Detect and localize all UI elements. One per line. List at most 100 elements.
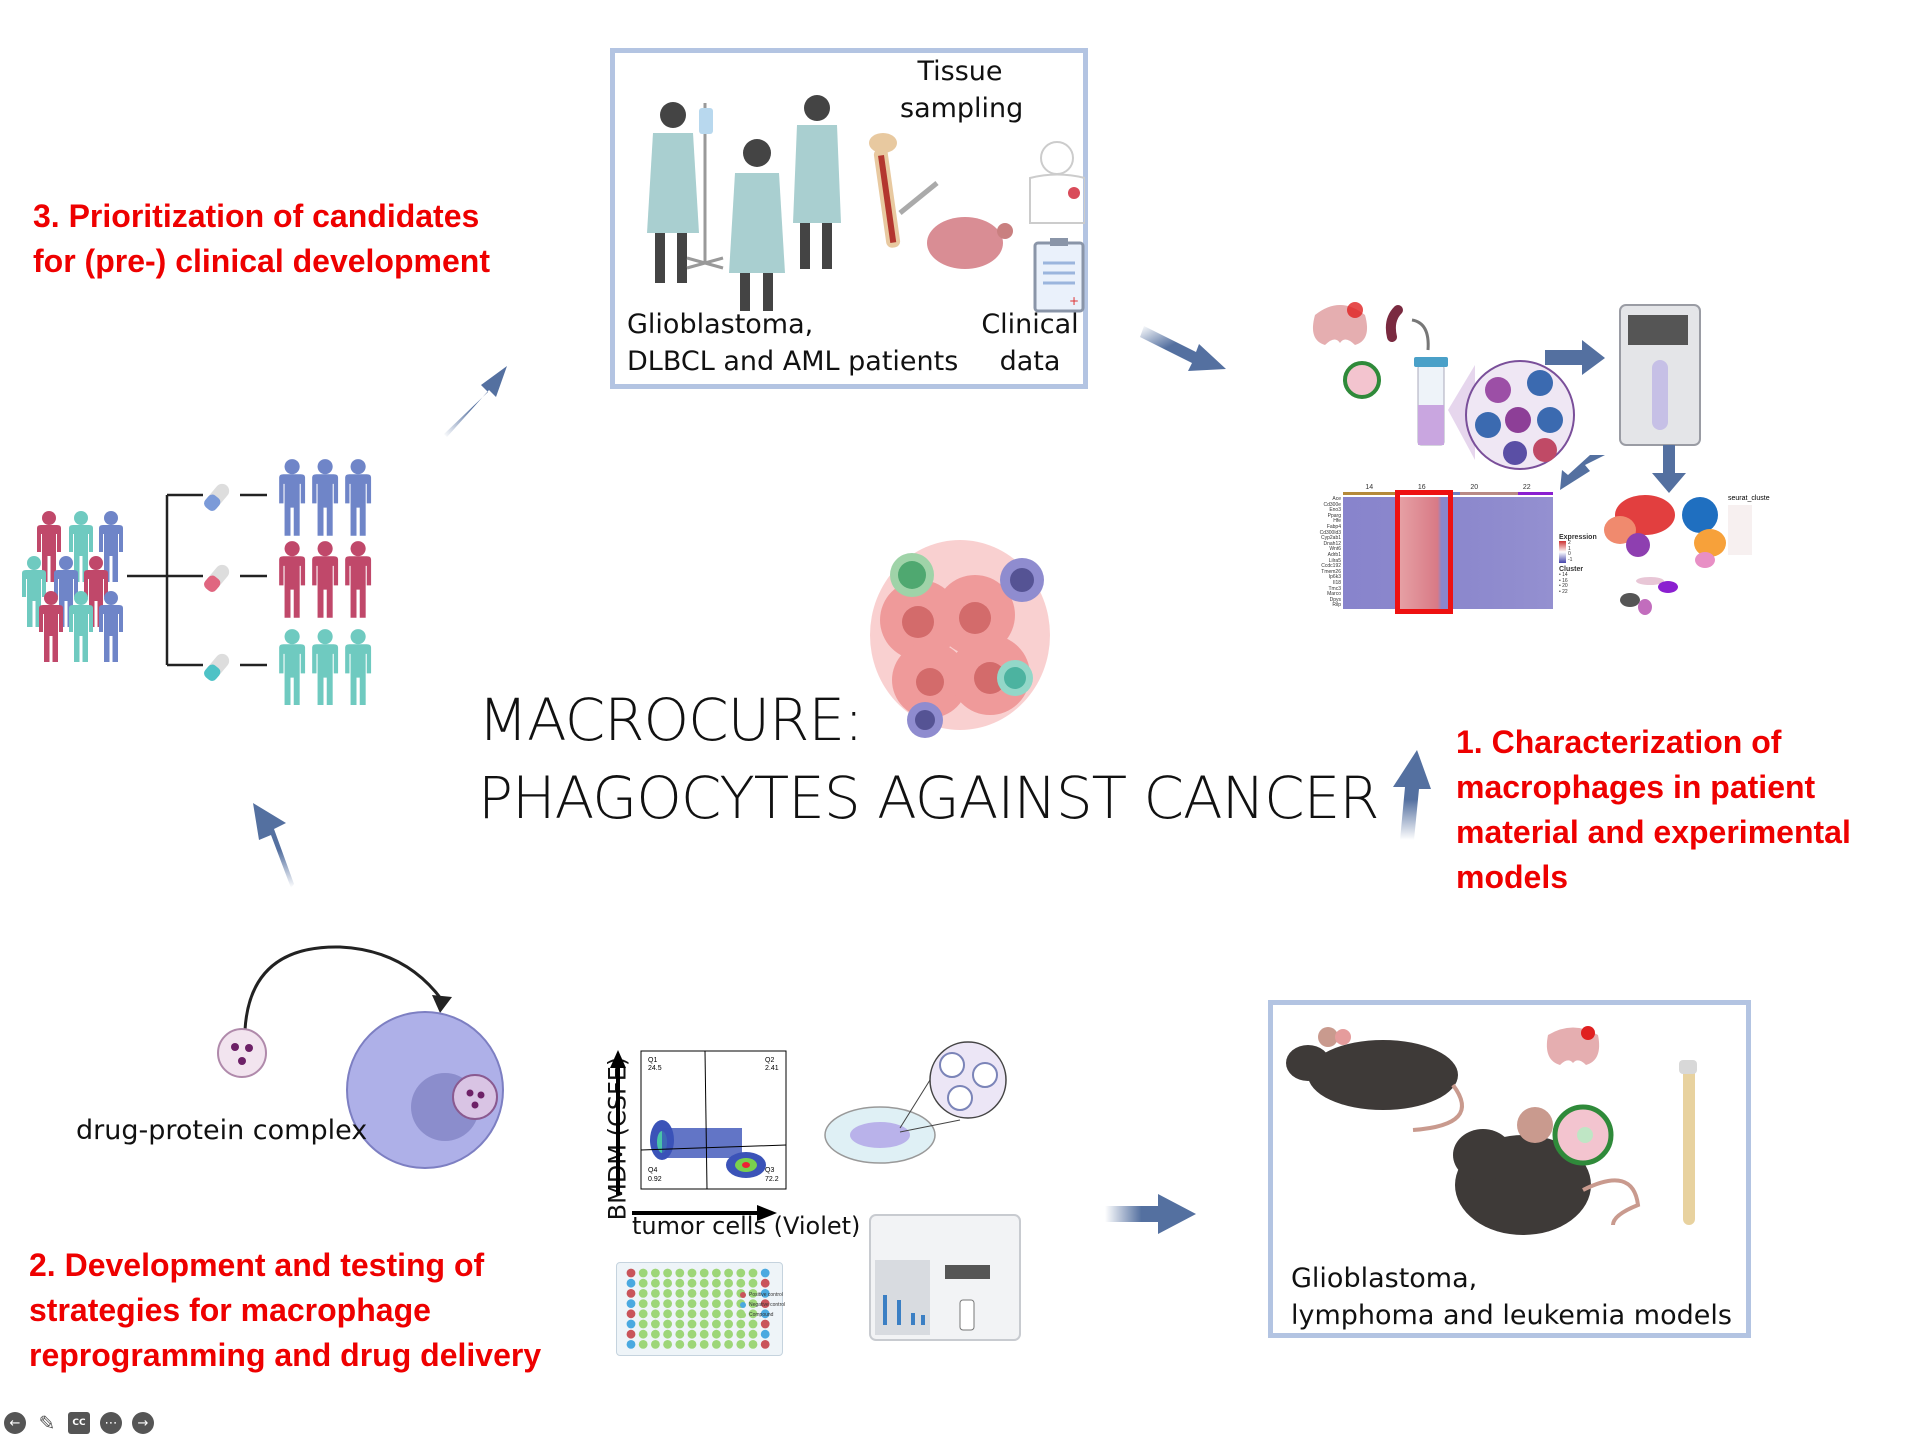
- well: [699, 1268, 709, 1278]
- gene-label: Eno3: [1329, 507, 1341, 514]
- step1-line: models: [1456, 859, 1569, 895]
- well: [651, 1309, 660, 1319]
- negative-control-swatch: [740, 1302, 746, 1308]
- cluster-label: 22: [1522, 484, 1531, 491]
- brain-section-icon: [1312, 302, 1368, 345]
- well: [675, 1299, 685, 1308]
- legend-label: Positive control: [749, 1292, 783, 1298]
- well: [724, 1309, 733, 1319]
- gene-label: Lilra5: [1328, 557, 1341, 564]
- captions-button[interactable]: CC: [68, 1412, 90, 1434]
- bone-marrow-icon: [869, 133, 901, 248]
- stratification-arrows: [127, 493, 267, 667]
- well: [663, 1268, 672, 1278]
- clipboard-icon: +: [1033, 238, 1085, 313]
- person-icon: [69, 511, 93, 582]
- q3-name: Q3: [765, 1167, 774, 1174]
- well: [712, 1299, 721, 1308]
- well: [760, 1299, 770, 1308]
- presentation-toolbar: ← ✎ CC ⋯ →: [4, 1412, 154, 1434]
- cluster-label: 20: [1470, 484, 1479, 491]
- well: [699, 1340, 709, 1349]
- q2-value: 2.41: [765, 1065, 779, 1072]
- well: [626, 1278, 636, 1288]
- gene-label: Ip6k3: [1328, 574, 1341, 581]
- well: [651, 1278, 660, 1288]
- macrophage-icon: [907, 702, 943, 738]
- more-icon: ⋯: [104, 1415, 118, 1431]
- q4-name: Q4: [648, 1167, 657, 1174]
- person-icon: [345, 541, 372, 618]
- well: [626, 1299, 636, 1308]
- step2-line: reprogramming and drug delivery: [29, 1337, 542, 1373]
- well: [651, 1319, 660, 1329]
- pill-icon-teal: [204, 653, 230, 681]
- umap-plot: [1604, 495, 1726, 615]
- label-line: Clinical: [981, 309, 1079, 340]
- person-icon: [99, 591, 123, 662]
- cluster-label: 16: [1417, 484, 1426, 491]
- more-options-button[interactable]: ⋯: [100, 1412, 122, 1434]
- arrow-to-umap: [1652, 445, 1686, 493]
- well: [760, 1340, 770, 1349]
- person-icon: [312, 629, 339, 705]
- cluster-label: 14: [1365, 484, 1374, 491]
- arrow-to-sequencer: [1545, 340, 1605, 375]
- mouse-models-illustration: [1286, 1026, 1697, 1235]
- gene-label: Adrb1: [1327, 551, 1341, 558]
- gene-label: Marco: [1327, 591, 1341, 598]
- patient-figure: [793, 95, 841, 269]
- well: [724, 1299, 733, 1308]
- well: [748, 1329, 758, 1339]
- well: [638, 1340, 648, 1349]
- well: [675, 1309, 685, 1319]
- arrow-right-icon: →: [137, 1415, 149, 1431]
- well: [748, 1319, 758, 1329]
- brain-section-icon: [1546, 1026, 1600, 1065]
- well: [712, 1340, 721, 1349]
- well: [760, 1309, 770, 1319]
- well: [687, 1268, 697, 1278]
- macrophage-cell-icon: [346, 1011, 504, 1169]
- pen-button[interactable]: ✎: [36, 1412, 58, 1434]
- patients-illustration: +: [647, 95, 1085, 313]
- drug-protein-complex-label: drug-protein complex: [76, 1115, 368, 1146]
- tumor-macrophage-illustration: [870, 540, 1050, 738]
- well: [663, 1299, 672, 1308]
- label-line: Glioblastoma,: [627, 309, 814, 340]
- well: [760, 1329, 770, 1339]
- label-line: sampling: [900, 93, 1024, 124]
- cluster-legend-item: • 22: [1559, 588, 1568, 595]
- plate-legend: Positive control Negative control Compou…: [740, 1290, 785, 1320]
- well: [724, 1278, 733, 1288]
- well: [675, 1289, 685, 1298]
- well: [748, 1268, 758, 1278]
- well: [699, 1309, 709, 1319]
- expression-tick: 2: [1568, 540, 1571, 546]
- models-panel: Glioblastoma, lymphoma and leukemia mode…: [1268, 1000, 1751, 1338]
- person-icon: [279, 459, 306, 536]
- curved-arrow-icon: [1411, 318, 1430, 351]
- well: [760, 1319, 770, 1329]
- well: [736, 1319, 746, 1329]
- well: [687, 1340, 697, 1349]
- iv-stand-icon: [686, 103, 724, 270]
- gene-label: Cyp2ab1: [1320, 535, 1341, 542]
- well: [712, 1278, 721, 1288]
- well: [626, 1319, 636, 1329]
- previous-slide-button[interactable]: ←: [4, 1412, 26, 1434]
- arrow-left-icon: ←: [9, 1415, 21, 1431]
- person-icon: [312, 459, 339, 536]
- well: [712, 1309, 721, 1319]
- mouse-icon: [1286, 1027, 1464, 1132]
- positive-control-swatch: [740, 1292, 746, 1298]
- arrow-to-heatmap: [1560, 455, 1605, 490]
- well: [675, 1340, 685, 1349]
- gene-label: Il18: [1332, 579, 1341, 586]
- pill-icon-red: [204, 564, 230, 592]
- well: [712, 1329, 721, 1339]
- well: [736, 1329, 746, 1339]
- patient-body-biopsy-icon: [1029, 141, 1085, 224]
- next-slide-button[interactable]: →: [132, 1412, 154, 1434]
